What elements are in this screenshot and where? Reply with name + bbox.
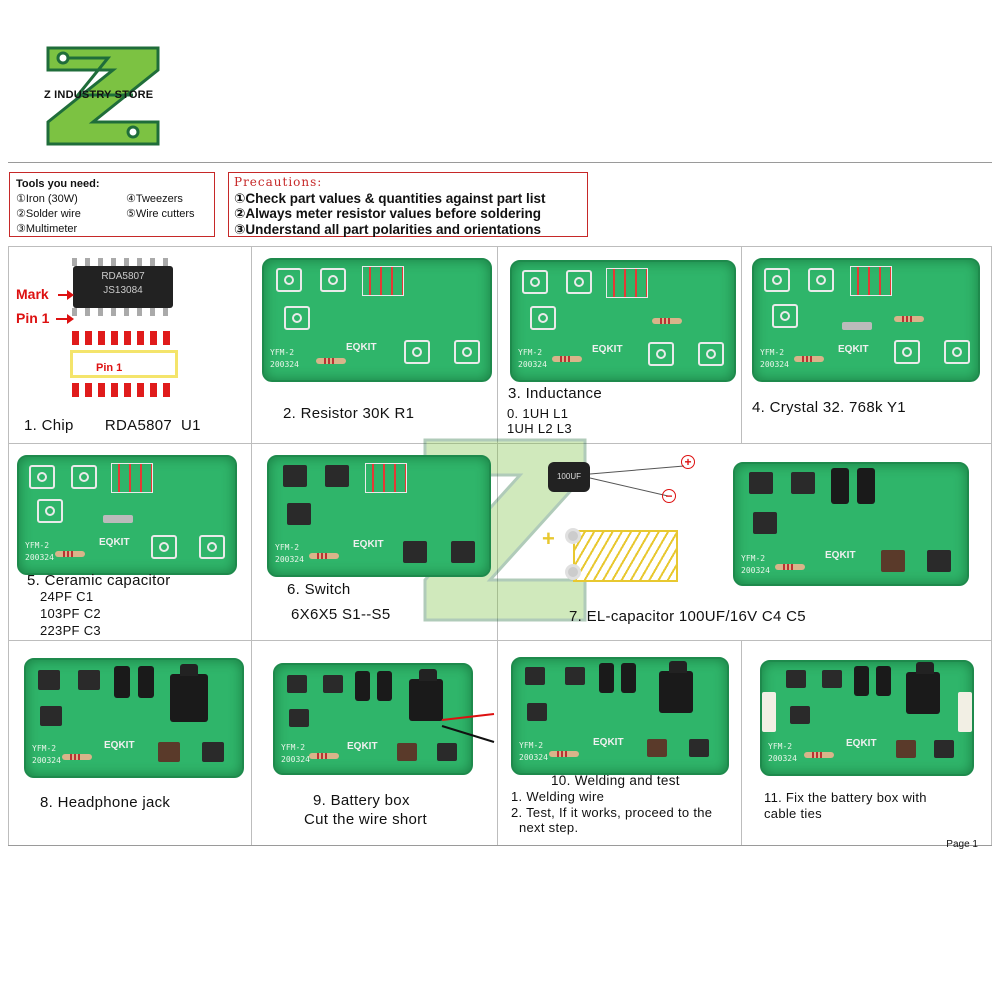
electrolytic-capacitor: 100UF [548, 462, 590, 492]
chip-pins-bottom [72, 308, 176, 316]
page-number: Page 1 [946, 839, 978, 850]
capacitor-leads [589, 465, 685, 497]
step-10-detail: 2. Test, If it works, proceed to the [511, 805, 713, 820]
tools-box: Tools you need: ①Iron (30W) ④Tweezers ②So… [9, 172, 215, 237]
negative-icon: − [662, 489, 676, 503]
chip-footprint [70, 350, 178, 378]
step-5-detail: 103PF C2 [40, 606, 101, 621]
pcb-step-3: EQKIT YFM-2 200324 [510, 260, 736, 382]
step-9-label: 9. Battery box [313, 792, 410, 809]
pcb-step-5: EQKIT YFM-2 200324 [17, 455, 237, 575]
tools-title: Tools you need: [16, 178, 100, 190]
tool-item: ⑤Wire cutters [126, 208, 195, 220]
positive-icon: + [681, 455, 695, 469]
grid-line [8, 640, 992, 641]
store-logo [46, 46, 160, 146]
pcb-step-6: EQKIT YFM-2 200324 [267, 455, 491, 577]
grid-line [741, 640, 742, 845]
store-name: Z INDUSTRY STORE [44, 89, 154, 101]
step-11-label: 11. Fix the battery box with [764, 790, 927, 805]
pad-hole [565, 564, 581, 580]
pcb-step-7: EQKIT YFM-2 200324 [733, 462, 969, 586]
step-10-label: 10. Welding and test [551, 773, 680, 788]
step-3-detail: 0. 1UH L1 [507, 406, 569, 421]
pcb-step-11: EQKIT YFM-2 200324 [760, 660, 974, 776]
precaution-item: ③Understand all part polarities and orie… [234, 221, 541, 237]
step-11-detail: cable ties [764, 806, 822, 821]
capacitor-footprint [573, 530, 678, 582]
step-6-detail: 6X6X5 S1--S5 [291, 606, 391, 623]
pcb-step-8: EQKIT YFM-2 200324 [24, 658, 244, 778]
tool-item: ①Iron (30W) [16, 193, 78, 205]
pin1-arrow [56, 314, 74, 324]
pin1-label: Pin 1 [16, 310, 50, 326]
precaution-item: ①Check part values & quantities against … [234, 190, 546, 206]
chip-marking: RDA5807 [101, 271, 145, 282]
precautions-box: Precautions: ①Check part values & quanti… [228, 172, 588, 237]
mark-label: Mark [16, 286, 49, 302]
grid-line [251, 246, 252, 845]
chip-rda5807: RDA5807 JS13084 [73, 266, 173, 308]
tool-item: ③Multimeter [16, 223, 78, 235]
solder-pads-bottom [72, 383, 176, 397]
step-10-detail: next step. [519, 820, 579, 835]
step-1-label: 1. Chip RDA5807 U1 [24, 417, 201, 434]
grid-line [8, 246, 992, 247]
step-5-label: 5. Ceramic capacitor [27, 572, 171, 589]
pcb-step-2: EQKIT YFM-2 200324 [262, 258, 492, 382]
tool-item: ④Tweezers [126, 193, 183, 205]
grid-line [497, 246, 498, 845]
header-divider [8, 162, 992, 163]
step-3-label: 3. Inductance [508, 385, 602, 402]
footer-divider [8, 845, 992, 846]
step-5-detail: 223PF C3 [40, 623, 101, 638]
grid-line [991, 246, 992, 845]
step-2-label: 2. Resistor 30K R1 [283, 405, 415, 422]
mark-arrow [58, 290, 74, 300]
step-8-label: 8. Headphone jack [40, 794, 171, 811]
step-4-label: 4. Crystal 32. 768k Y1 [752, 399, 906, 416]
precaution-item: ②Always meter resistor values before sol… [234, 206, 542, 221]
step-10-detail: 1. Welding wire [511, 789, 605, 804]
grid-line [741, 246, 742, 443]
plus-sign-icon: + [542, 526, 555, 551]
pcb-step-10: EQKIT YFM-2 200324 [511, 657, 729, 775]
battery-wires [441, 713, 495, 743]
grid-line [8, 443, 992, 444]
chip-pins-top [72, 258, 176, 266]
pcb-step-4: EQKIT YFM-2 200324 [752, 258, 980, 382]
pin1-pad-label: Pin 1 [96, 362, 123, 374]
pcb-step-9: EQKIT YFM-2 200324 [273, 663, 473, 775]
step-3-detail: 1UH L2 L3 [507, 421, 572, 436]
solder-pads-top [72, 331, 176, 345]
chip-marking: JS13084 [103, 285, 143, 296]
precautions-title: Precautions: [234, 175, 323, 189]
step-5-detail: 24PF C1 [40, 589, 94, 604]
step-9-detail: Cut the wire short [304, 811, 427, 828]
step-7-label: 7. EL-capacitor 100UF/16V C4 C5 [569, 608, 806, 625]
pad-hole [565, 528, 581, 544]
step-6-label: 6. Switch [287, 581, 351, 598]
tool-item: ②Solder wire [16, 208, 81, 220]
grid-line [8, 246, 9, 845]
